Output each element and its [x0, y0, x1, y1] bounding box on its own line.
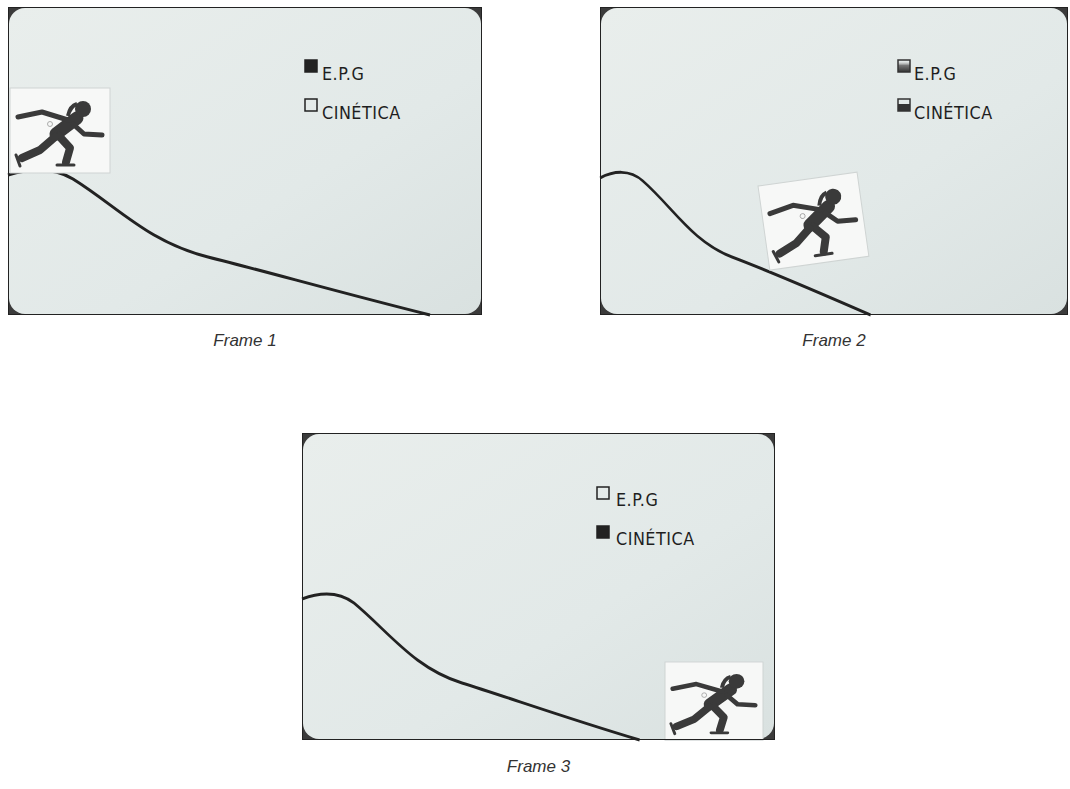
skater-card [665, 662, 763, 740]
energy-label: E.P.G [914, 63, 956, 84]
skater-card [758, 172, 869, 270]
energy-label: CINÉTICA [322, 102, 401, 123]
slope-curve [600, 172, 871, 315]
energy-label: E.P.G [616, 489, 658, 510]
checkbox-empty [597, 487, 609, 499]
slope-curve [302, 594, 640, 740]
photo-frame: E.P.GCINÉTICAFrame 3 [302, 433, 775, 740]
skater-card [10, 88, 110, 173]
photo-border [600, 7, 1068, 315]
photo-border [302, 433, 775, 740]
checkbox-partial [898, 60, 910, 72]
photo-frame: E.P.GCINÉTICAFrame 2 [600, 7, 1068, 315]
slope-curve [8, 170, 430, 315]
frame-caption: Frame 1 [9, 331, 481, 351]
whiteboard [9, 8, 481, 314]
checkbox-filled [597, 526, 609, 538]
photo-frame: E.P.GCINÉTICAFrame 1 [8, 7, 482, 315]
energy-label: E.P.G [322, 63, 364, 84]
photo-border [8, 7, 482, 315]
frame-caption: Frame 3 [303, 757, 774, 777]
energy-label: CINÉTICA [914, 102, 993, 123]
checkbox-partial-fill [898, 104, 910, 111]
whiteboard [601, 8, 1067, 314]
checkbox-filled [305, 60, 317, 72]
energy-label: CINÉTICA [616, 528, 695, 549]
checkbox-empty [305, 99, 317, 111]
frame-caption: Frame 2 [601, 331, 1067, 351]
checkbox-partial [898, 99, 910, 111]
